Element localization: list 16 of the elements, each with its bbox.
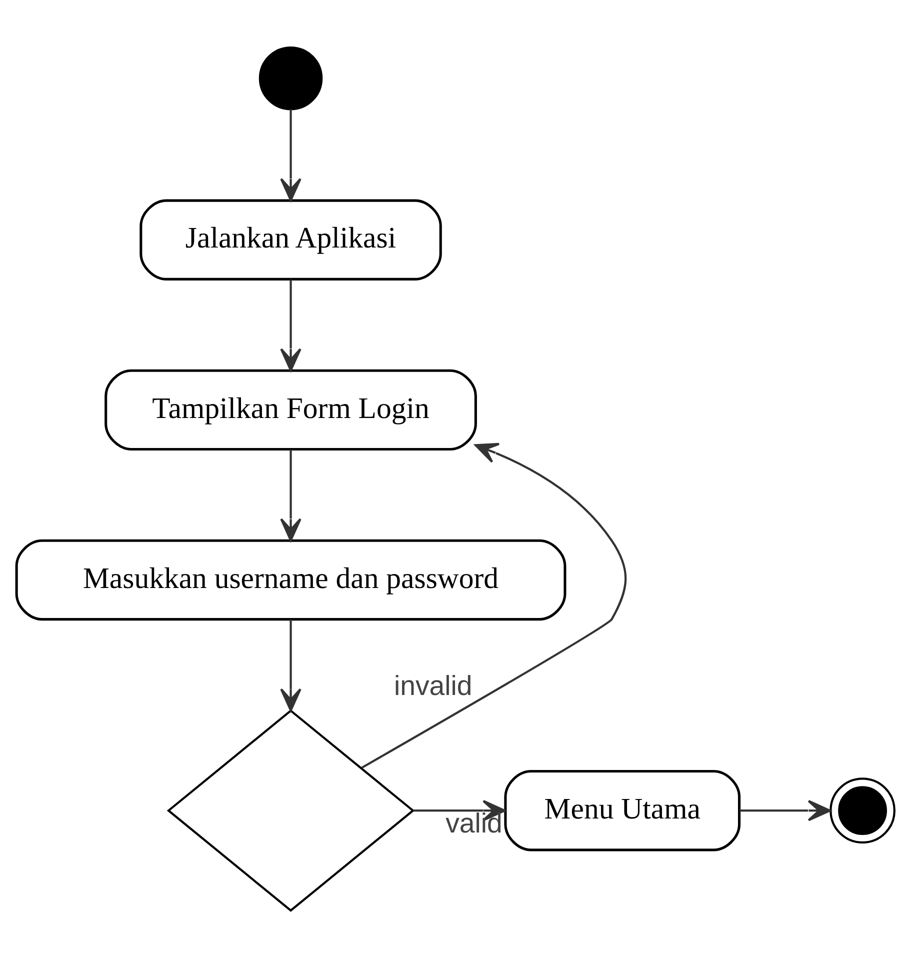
arrow (280, 449, 302, 541)
arrow (280, 279, 302, 371)
arrow (361, 442, 627, 768)
node-bullseye (830, 777, 896, 844)
arrow (280, 618, 302, 712)
node-box: Jalankan Aplikasi (140, 198, 442, 280)
arrow (413, 799, 506, 821)
node-box: Tampilkan Form Login (104, 368, 477, 450)
edge-label: invalid (394, 669, 472, 700)
node-circle (258, 46, 323, 110)
arrow (280, 108, 302, 201)
node-box: Masukkan username dan password (15, 538, 566, 620)
edge-label: valid (446, 807, 502, 838)
node-box: Menu Utama (504, 770, 741, 851)
arrow (740, 799, 831, 821)
node-diamond (166, 708, 415, 912)
